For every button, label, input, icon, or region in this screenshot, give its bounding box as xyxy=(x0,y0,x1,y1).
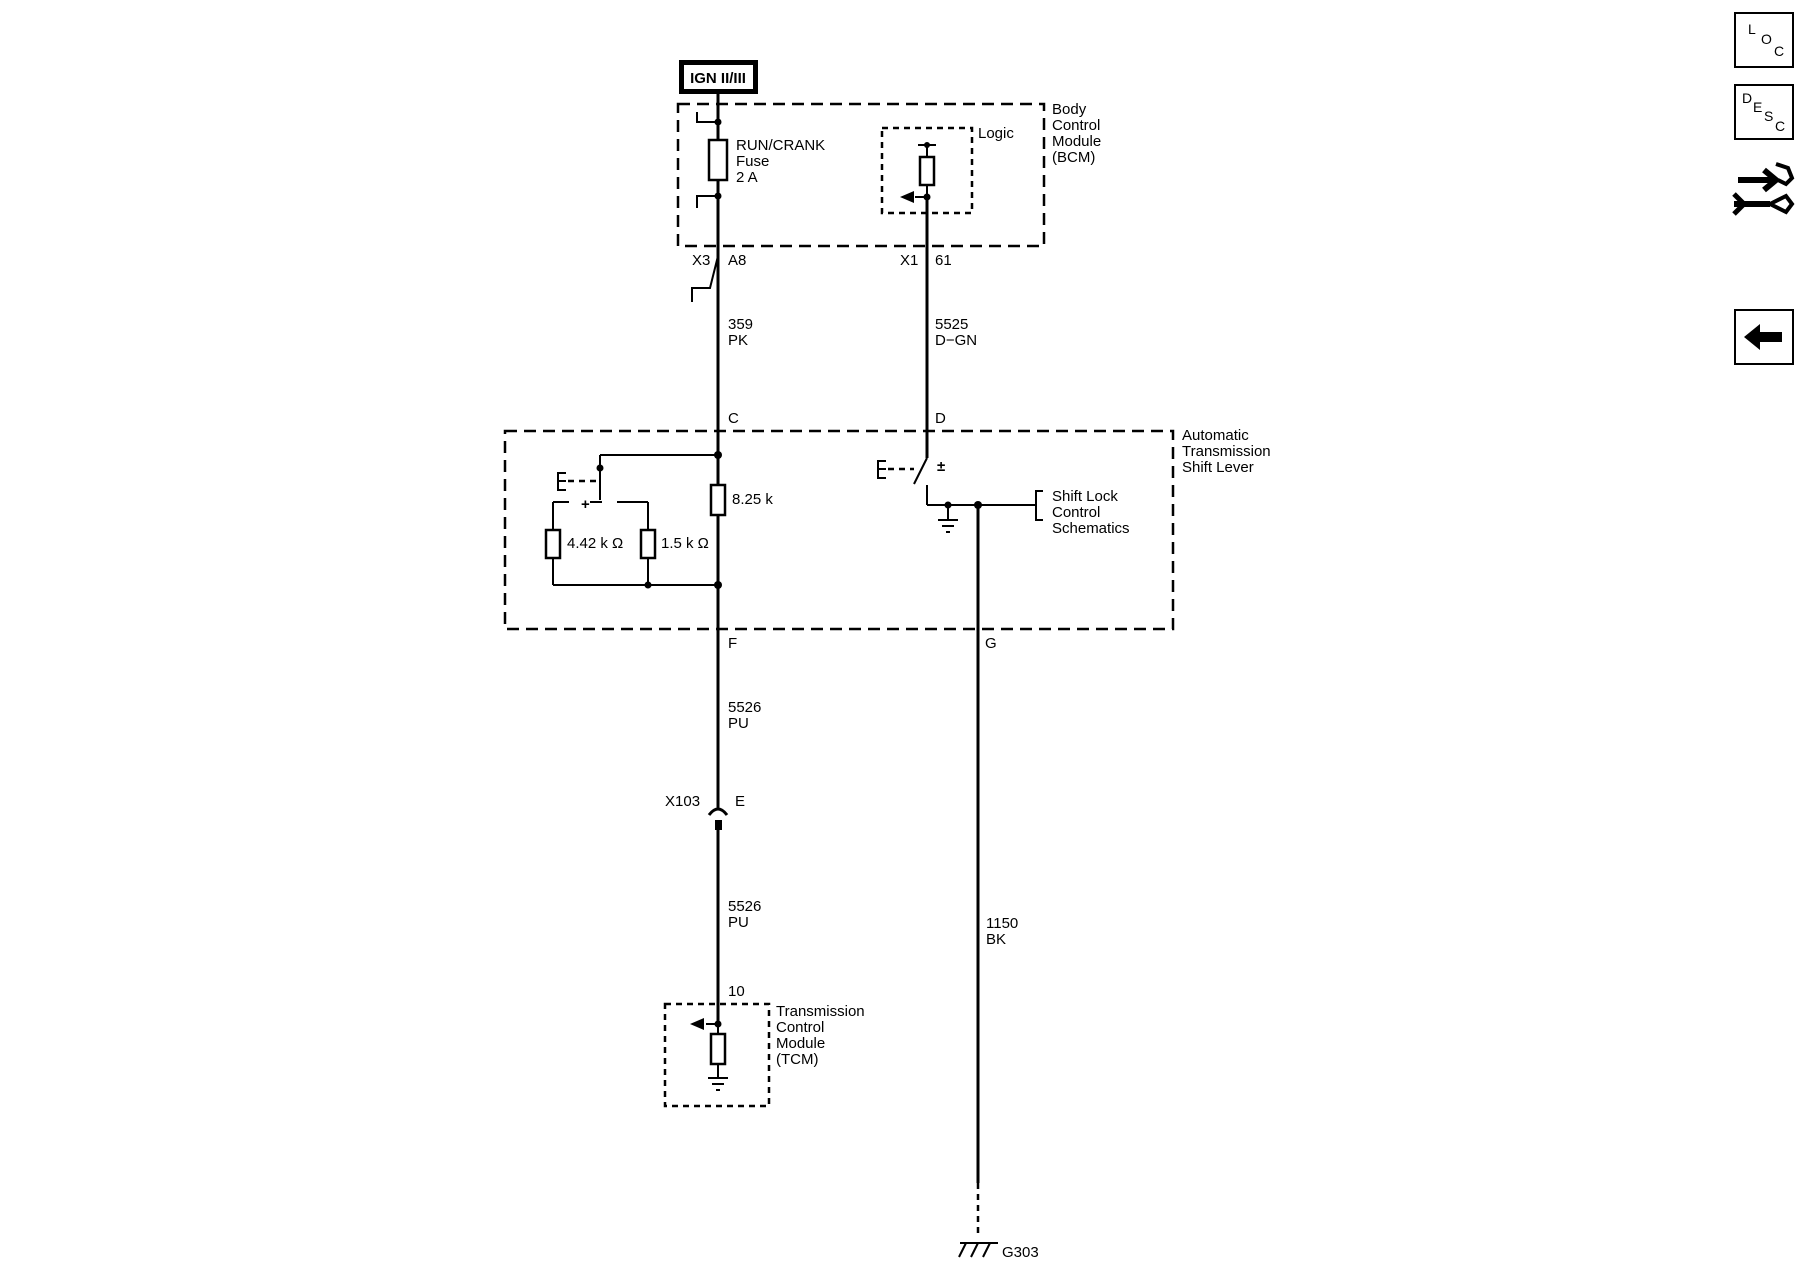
svg-text:Control: Control xyxy=(776,1019,824,1036)
connector-x103-pin-label: E xyxy=(735,793,745,810)
resistor-network xyxy=(544,451,727,589)
svg-text:5526: 5526 xyxy=(728,898,761,915)
shift-lever-label: Automatic Transmission Shift Lever xyxy=(1182,427,1271,476)
plus-minus-sign-label: ± xyxy=(937,458,945,475)
svg-text:5525: 5525 xyxy=(935,316,968,333)
resistor-1-5k-label: 1.5 k Ω xyxy=(661,535,709,552)
resistor-8-25k-label: 8.25 k xyxy=(732,491,773,508)
logic-label: Logic xyxy=(978,125,1014,142)
back-arrow-icon xyxy=(1744,324,1782,350)
bcm-label: Body Control Module (BCM) xyxy=(1052,101,1101,166)
connector-x103-label: X103 xyxy=(665,793,700,810)
resistor-4-42k-label: 4.42 k Ω xyxy=(567,535,623,552)
tcm-label: Transmission Control Module (TCM) xyxy=(776,1003,865,1068)
tcm-pin-10-label: 10 xyxy=(728,983,745,1000)
wire-1150-label: 1150 BK xyxy=(986,915,1018,948)
power-source-label: IGN II/III xyxy=(690,70,746,87)
svg-text:Shift Lock: Shift Lock xyxy=(1052,488,1118,505)
pin-61-label: 61 xyxy=(935,252,952,269)
svg-text:Transmission: Transmission xyxy=(776,1003,865,1020)
fuse-label: RUN/CRANK Fuse 2 A xyxy=(736,137,825,186)
desc-letter-e: E xyxy=(1753,99,1763,115)
loc-button[interactable]: L O C xyxy=(1734,12,1794,68)
svg-text:BK: BK xyxy=(986,931,1006,948)
connector-x3-label: X3 xyxy=(692,252,710,269)
svg-text:PU: PU xyxy=(728,914,749,931)
svg-text:Body: Body xyxy=(1052,101,1087,118)
logic-pullup-resistor xyxy=(900,142,936,203)
shift-lever-boundary xyxy=(503,429,1175,631)
tcm-boundary xyxy=(663,1002,771,1108)
shift-lock-switch xyxy=(877,457,1043,533)
connector-tool-icon[interactable] xyxy=(1730,154,1796,224)
ground-g303-symbol xyxy=(958,1242,998,1258)
svg-text:D−GN: D−GN xyxy=(935,332,977,349)
svg-text:Control: Control xyxy=(1052,117,1100,134)
desc-letter-d: D xyxy=(1742,90,1753,106)
svg-text:Module: Module xyxy=(776,1035,825,1052)
svg-text:Transmission: Transmission xyxy=(1182,443,1271,460)
plus-sign-label: + xyxy=(581,496,590,513)
svg-text:(TCM): (TCM) xyxy=(776,1051,818,1068)
pin-c-label: C xyxy=(728,410,739,427)
svg-text:359: 359 xyxy=(728,316,753,333)
pin-g-label: G xyxy=(985,635,997,652)
desc-letter-s: S xyxy=(1764,108,1774,124)
ground-g303-label: G303 xyxy=(1002,1244,1039,1261)
svg-text:Control: Control xyxy=(1052,504,1100,521)
svg-text:RUN/CRANK: RUN/CRANK xyxy=(736,137,825,154)
back-button[interactable] xyxy=(1734,309,1794,365)
bcm-boundary xyxy=(676,102,1046,248)
desc-button[interactable]: D E S C xyxy=(1734,84,1794,140)
tcm-input-resistor xyxy=(690,1018,728,1091)
desc-letter-c: C xyxy=(1775,118,1786,134)
wire-5526-lower-label: 5526 PU xyxy=(728,898,761,931)
connector-x1-label: X1 xyxy=(900,252,918,269)
run-crank-fuse xyxy=(696,112,729,208)
connector-x3-jumper xyxy=(691,255,719,302)
shift-lock-schematics-reference[interactable]: Shift Lock Control Schematics xyxy=(1052,488,1130,537)
svg-text:Schematics: Schematics xyxy=(1052,520,1130,537)
wire-5526-upper-label: 5526 PU xyxy=(728,699,761,732)
loc-letter-o: O xyxy=(1761,31,1772,47)
pin-a8-label: A8 xyxy=(728,252,746,269)
pin-f-label: F xyxy=(728,635,737,652)
wire-359-label: 359 PK xyxy=(728,316,753,349)
svg-text:PU: PU xyxy=(728,715,749,732)
svg-text:2 A: 2 A xyxy=(736,169,758,186)
loc-letter-c: C xyxy=(1774,43,1785,59)
switch-symbol-left xyxy=(557,472,600,491)
svg-text:Automatic: Automatic xyxy=(1182,427,1249,444)
svg-text:PK: PK xyxy=(728,332,748,349)
svg-text:Fuse: Fuse xyxy=(736,153,769,170)
svg-text:Shift Lever: Shift Lever xyxy=(1182,459,1254,476)
svg-text:1150: 1150 xyxy=(986,915,1018,932)
pin-d-label: D xyxy=(935,410,946,427)
power-source-ign: IGN II/III xyxy=(679,60,758,94)
connector-x103-symbol xyxy=(707,807,729,830)
svg-text:5526: 5526 xyxy=(728,699,761,716)
svg-text:Module: Module xyxy=(1052,133,1101,150)
loc-letter-l: L xyxy=(1748,21,1756,37)
wire-5525-label: 5525 D−GN xyxy=(935,316,977,349)
svg-text:(BCM): (BCM) xyxy=(1052,149,1095,166)
